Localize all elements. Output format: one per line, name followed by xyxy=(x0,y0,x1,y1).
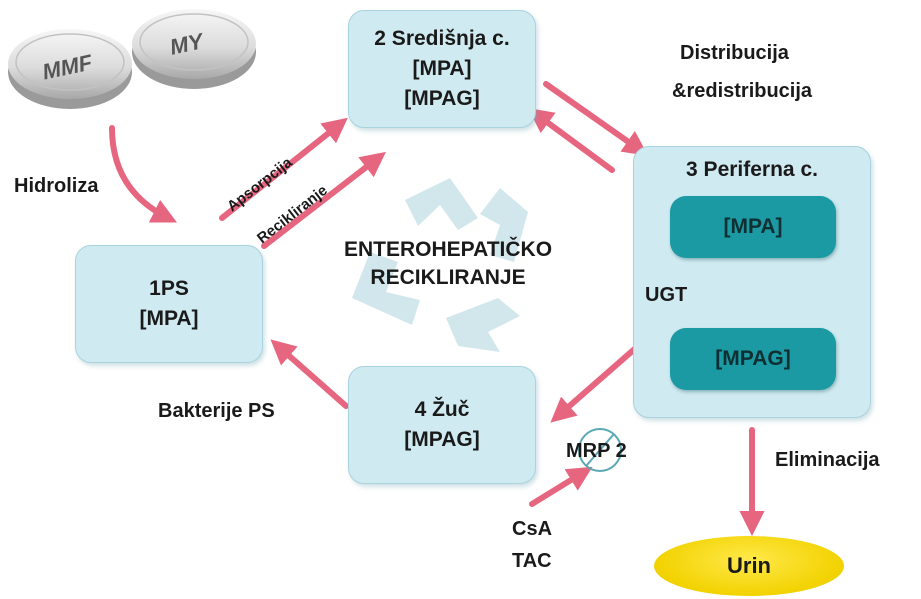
mmf-pill-icon xyxy=(8,29,132,109)
label-urin: Urin xyxy=(727,553,771,578)
arrow-apsorpcija xyxy=(219,117,348,221)
arrow-bakterije xyxy=(270,339,349,409)
box-zuc-mpag: [MPAG] xyxy=(404,428,480,451)
arrow-periferna-to-zuc xyxy=(550,343,641,423)
inner-mpa: [MPA] xyxy=(670,196,836,258)
center-label-line1: ENTEROHEPATIČKO xyxy=(343,238,553,261)
label-apsorpcija: Apsorpcija xyxy=(224,154,296,216)
label-hidroliza: Hidroliza xyxy=(14,175,99,197)
urin-ellipse: Urin xyxy=(654,536,844,596)
box-ps-title: 1PS xyxy=(149,277,189,300)
box-ps: 1PS [MPA] xyxy=(75,245,263,363)
my-pill-icon xyxy=(132,9,256,89)
label-eliminacija: Eliminacija xyxy=(775,449,880,471)
arrow-recikliranje xyxy=(261,151,386,249)
arrow-redistribucija xyxy=(527,108,615,173)
mrp2-slash xyxy=(585,433,615,467)
box-sredisnja-mpag: [MPAG] xyxy=(404,87,480,110)
recycle-icon xyxy=(352,178,528,352)
box-periferna-title: 3 Periferna c. xyxy=(686,158,818,181)
box-ps-mpa: [MPA] xyxy=(139,307,199,330)
label-csa: CsA xyxy=(512,518,553,540)
box-zuc: 4 Žuč [MPAG] xyxy=(348,366,536,484)
label-mrp2: MRP 2 xyxy=(566,440,627,462)
box-sredisnja-title: 2 Središnja c. xyxy=(374,27,510,50)
label-tac: TAC xyxy=(512,550,552,572)
arrow-csa-tac xyxy=(529,466,593,507)
arrow-distribucija xyxy=(543,81,649,156)
inner-mpag: [MPAG] xyxy=(670,328,836,390)
center-label-line2: RECIKLIRANJE xyxy=(370,266,526,289)
label-ugt: UGT xyxy=(645,284,688,306)
box-sredisnja: 2 Središnja c. [MPA] [MPAG] xyxy=(348,10,536,128)
box-sredisnja-mpa: [MPA] xyxy=(412,57,472,80)
mrp2-circle xyxy=(578,428,622,472)
arrow-hidroliza xyxy=(109,125,178,223)
center-label: ENTEROHEPATIČKO RECIKLIRANJE xyxy=(302,236,594,292)
label-redistribucija: &redistribucija xyxy=(672,80,813,102)
box-zuc-title: 4 Žuč xyxy=(414,398,470,421)
label-bakterije: Bakterije PS xyxy=(158,400,275,422)
label-distribucija: Distribucija xyxy=(680,42,789,64)
